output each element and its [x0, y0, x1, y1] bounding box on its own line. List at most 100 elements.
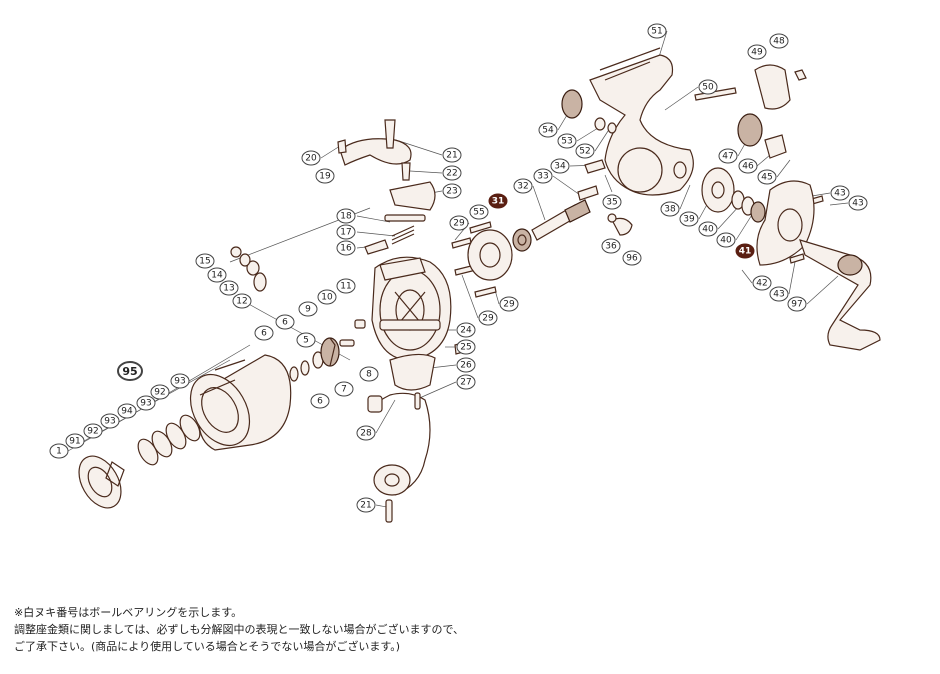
callout-bubble: [456, 357, 476, 373]
callout-number: 24: [460, 326, 472, 336]
callout-bubble: [298, 301, 318, 317]
callout-number: 53: [561, 137, 572, 147]
callout-bubble: [787, 296, 807, 312]
part-callout-21: 21: [356, 497, 376, 513]
callout-number: 1: [56, 447, 62, 457]
part-callout-93: 93: [100, 413, 120, 429]
callout-number: 28: [360, 429, 372, 439]
callout-number: 97: [791, 300, 802, 310]
part-callout-92: 92: [83, 423, 103, 439]
part-callout-47: 47: [718, 148, 738, 164]
callout-number: 35: [606, 198, 617, 208]
bail-wire: [367, 392, 431, 523]
callout-number: 54: [542, 126, 554, 136]
callout-bubble: [117, 361, 143, 381]
part-callout-93: 93: [136, 395, 156, 411]
callout-number: 13: [223, 284, 234, 294]
callout-bubble: [557, 133, 577, 149]
notes-block: ※白ヌキ番号はボールベアリングを示します。 調整座金類に関しましては、必ずしも分…: [14, 604, 914, 655]
callout-bubble: [769, 286, 789, 302]
callout-number: 45: [761, 173, 772, 183]
callout-number: 17: [340, 228, 351, 238]
part-callout-52: 52: [575, 143, 595, 159]
part-callout-5: 5: [296, 332, 316, 348]
callout-bubble: [170, 373, 190, 389]
part-callout-93: 93: [170, 373, 190, 389]
callout-number: 20: [305, 154, 317, 164]
callout-number: 93: [174, 377, 185, 387]
callout-bubble: [660, 201, 680, 217]
callout-number: 46: [742, 162, 754, 172]
exploded-parts-diagram: 5148495054535247464534333235383940404343…: [49, 23, 881, 523]
callout-bubble: [769, 33, 789, 49]
callout-bubble: [100, 413, 120, 429]
callout-bubble: [315, 168, 335, 184]
callout-bubble: [456, 374, 476, 390]
note-washers: 調整座金類に関しましては、必ずしも分解図中の表現と一致しない場合がございますので…: [14, 623, 465, 636]
callout-number: 29: [482, 314, 494, 324]
part-callout-54: 54: [538, 122, 558, 138]
part-callout-95: 95: [117, 361, 143, 381]
callout-bubble: [550, 158, 570, 174]
callout-bubble: [488, 193, 508, 209]
callout-number: 39: [683, 215, 695, 225]
callout-number: 32: [517, 182, 528, 192]
callout-bubble: [601, 238, 621, 254]
callout-number: 7: [341, 385, 347, 395]
callout-bubble: [449, 215, 469, 231]
callout-bubble: [301, 150, 321, 166]
callout-number: 92: [87, 427, 98, 437]
callout-number: 40: [720, 236, 732, 246]
callout-number: 25: [460, 343, 471, 353]
part-callout-11: 11: [336, 278, 356, 294]
callout-bubble: [232, 293, 252, 309]
callout-number: 51: [651, 27, 662, 37]
part-callout-18: 18: [336, 208, 356, 224]
callout-bubble: [698, 79, 718, 95]
part-callout-91: 91: [65, 433, 85, 449]
callout-bubble: [602, 194, 622, 210]
callout-number: 92: [154, 388, 165, 398]
callout-bubble: [716, 232, 736, 248]
part-callout-94: 94: [117, 403, 137, 419]
gear-train: [673, 64, 791, 223]
part-callout-53: 53: [557, 133, 577, 149]
callout-bubble: [647, 23, 667, 39]
callout-number: 6: [282, 318, 288, 328]
callout-bubble: [469, 204, 489, 220]
part-callout-7: 7: [334, 381, 354, 397]
part-callout-48: 48: [769, 33, 789, 49]
callout-bubble: [456, 339, 476, 355]
part-callout-9: 9: [298, 301, 318, 317]
callout-number: 21: [446, 151, 457, 161]
callout-number: 6: [317, 397, 323, 407]
callout-number: 27: [460, 378, 471, 388]
callout-bubble: [336, 224, 356, 240]
callout-number: 43: [834, 189, 845, 199]
part-callout-1: 1: [49, 443, 69, 459]
callout-bubble: [442, 165, 462, 181]
callout-number: 8: [366, 370, 372, 380]
rotor: [371, 256, 452, 391]
part-callout-6: 6: [275, 314, 295, 330]
part-callout-41: 41: [735, 243, 755, 259]
bail-parts: [337, 119, 436, 255]
part-callout-16: 16: [336, 240, 356, 256]
callout-number: 29: [453, 219, 465, 229]
callout-number: 42: [756, 279, 767, 289]
callout-bubble: [747, 44, 767, 60]
callout-number: 95: [122, 365, 137, 378]
part-callout-49: 49: [747, 44, 767, 60]
callout-bubble: [575, 143, 595, 159]
callout-bubble: [830, 185, 850, 201]
callout-bubble: [356, 497, 376, 513]
callout-bubble: [848, 195, 868, 211]
callout-number: 55: [473, 208, 484, 218]
part-callout-27: 27: [456, 374, 476, 390]
callout-number: 36: [605, 242, 617, 252]
spool-assembly: [78, 354, 292, 509]
part-callout-6: 6: [254, 325, 274, 341]
part-callout-92: 92: [150, 384, 170, 400]
callout-bubble: [336, 240, 356, 256]
part-callout-32: 32: [513, 178, 533, 194]
